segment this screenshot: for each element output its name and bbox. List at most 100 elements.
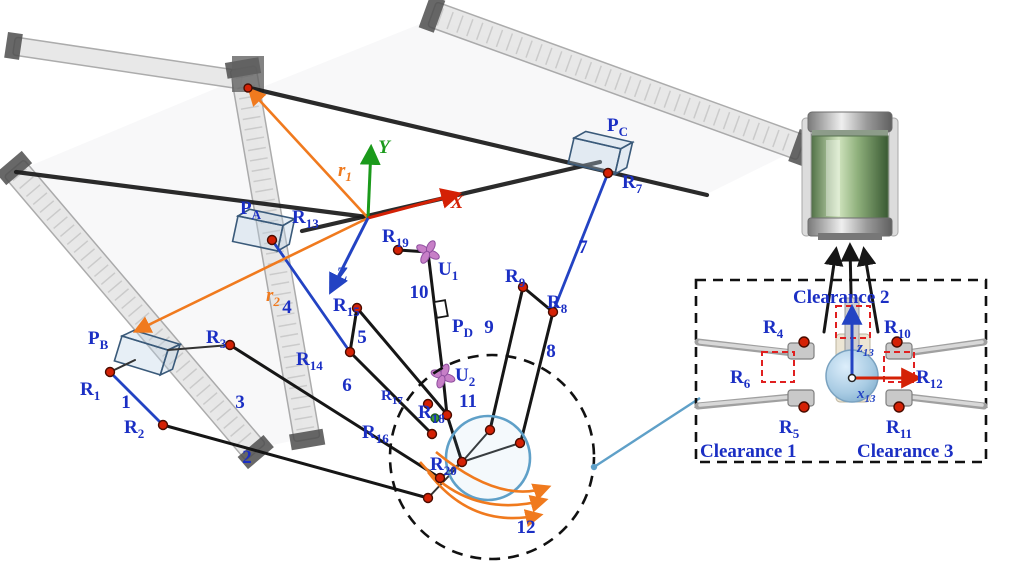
frame-beam-left bbox=[13, 169, 370, 220]
actuator-cylinder bbox=[801, 111, 899, 240]
frame-beam-top bbox=[247, 85, 710, 198]
label-link7: 7 bbox=[578, 237, 588, 258]
detail-callout-circle bbox=[388, 353, 596, 561]
joint-dot-r16 bbox=[426, 428, 438, 440]
joint-dot-r5 bbox=[798, 401, 810, 413]
labels-layer: r1 r2 Y X Z PA PB PC PD U1 U2 R1 R2 R3 R… bbox=[80, 115, 954, 538]
limb-a-links bbox=[270, 238, 447, 436]
label-clearance2: Clearance 2 bbox=[793, 287, 890, 308]
label-link11: 11 bbox=[459, 391, 477, 412]
label-r2: R2 bbox=[124, 417, 144, 441]
label-link10: 10 bbox=[410, 282, 429, 303]
detail-arrow-left bbox=[822, 246, 844, 334]
label-r5: R5 bbox=[779, 417, 800, 441]
label-r4: R4 bbox=[763, 317, 784, 341]
label-pb: PB bbox=[88, 328, 109, 352]
label-u2: U2 bbox=[455, 365, 475, 389]
detail-view bbox=[694, 242, 988, 464]
label-r10: R10 bbox=[884, 317, 911, 341]
label-link12: 12 bbox=[517, 517, 536, 538]
joint-dot-r17 bbox=[422, 398, 434, 410]
label-link6: 6 bbox=[342, 375, 352, 396]
label-link1: 1 bbox=[121, 392, 131, 413]
label-r16: R16 bbox=[362, 422, 389, 446]
label-r19: R19 bbox=[382, 226, 409, 250]
label-pd: PD bbox=[452, 316, 473, 340]
label-axis-x: X bbox=[450, 192, 465, 213]
label-pa: PA bbox=[240, 198, 262, 222]
vector-r1-arrow bbox=[247, 87, 369, 219]
axis-y-arrow bbox=[359, 143, 381, 219]
label-link2: 2 bbox=[242, 447, 252, 468]
universal-joint-u1-icon bbox=[416, 240, 440, 264]
label-r15: R15 bbox=[333, 295, 360, 319]
label-link3: 3 bbox=[235, 392, 245, 413]
label-axis-y: Y bbox=[378, 137, 392, 158]
detail-leader-dot bbox=[590, 463, 598, 471]
joint-dot-green bbox=[430, 413, 440, 423]
label-r11: R11 bbox=[886, 417, 912, 441]
end-effector-circle bbox=[444, 414, 532, 502]
joint-dot-r11 bbox=[893, 401, 905, 413]
vector-r2-arrow bbox=[132, 216, 369, 333]
label-link5: 5 bbox=[357, 327, 367, 348]
label-r6: R6 bbox=[730, 367, 751, 391]
label-r9: R9 bbox=[505, 266, 526, 290]
joint-dot-r2 bbox=[157, 419, 169, 431]
label-axis-z: Z bbox=[335, 264, 348, 285]
joint-dot-r14 bbox=[344, 346, 356, 358]
label-r3: R3 bbox=[206, 327, 227, 351]
label-r1: R1 bbox=[80, 379, 100, 403]
label-clearance3: Clearance 3 bbox=[857, 441, 954, 462]
joint-dot-platform-a bbox=[484, 424, 496, 436]
joint-dot-r1 bbox=[104, 366, 116, 378]
label-clearance1: Clearance 1 bbox=[700, 441, 797, 462]
joint-dot-r19 bbox=[392, 244, 404, 256]
label-r18: R18 bbox=[418, 402, 445, 426]
joint-dot-r4 bbox=[798, 336, 810, 348]
label-z13: z13 bbox=[856, 340, 874, 359]
linear-rail-top-left bbox=[4, 31, 244, 90]
label-u1: U1 bbox=[438, 259, 458, 283]
detail-origin-dot bbox=[847, 373, 857, 383]
joint-dot-r7 bbox=[602, 167, 614, 179]
joint-dot-r9 bbox=[517, 281, 529, 293]
joint-dot-r10 bbox=[891, 336, 903, 348]
joint-dot-platform-c bbox=[422, 492, 434, 504]
label-r17: R17 bbox=[381, 388, 403, 407]
slider-pb bbox=[113, 329, 183, 377]
label-r20: R20 bbox=[430, 454, 457, 478]
joint-dot-platform-b bbox=[514, 437, 526, 449]
limb-c-links bbox=[488, 171, 610, 447]
joint-dot-r20 bbox=[456, 456, 468, 468]
label-r2-vector: r2 bbox=[266, 285, 280, 309]
joint-dot-r18 bbox=[441, 409, 453, 421]
label-r7: R7 bbox=[622, 172, 643, 196]
frame-ghost-panel-right bbox=[255, 18, 800, 195]
label-r13: R13 bbox=[292, 207, 319, 231]
clearance1-box bbox=[761, 351, 795, 383]
trajectory-arrows bbox=[419, 450, 552, 528]
detail-arrow-right bbox=[857, 246, 880, 334]
frame-ghost-panel-left bbox=[20, 75, 305, 450]
prismatic-pd-icon bbox=[433, 299, 449, 319]
joint-dots bbox=[104, 83, 614, 504]
detail-leader-line bbox=[593, 396, 701, 469]
joint-dot-r13 bbox=[266, 234, 278, 246]
detail-panel-border bbox=[694, 278, 988, 464]
axis-x-arrow bbox=[367, 188, 463, 220]
label-r1-vector: r1 bbox=[338, 160, 352, 184]
label-link8: 8 bbox=[546, 341, 556, 362]
joint-dot-rail-top bbox=[243, 83, 253, 93]
label-link9: 9 bbox=[484, 317, 494, 338]
joint-dot-platform-d bbox=[434, 472, 446, 484]
slider-pc bbox=[567, 130, 635, 176]
clearance3-box bbox=[883, 351, 915, 383]
label-r12: R12 bbox=[916, 367, 943, 391]
label-x13: x13 bbox=[856, 386, 876, 405]
joint-dot-r3 bbox=[224, 339, 236, 351]
label-r14: R14 bbox=[296, 349, 323, 373]
label-r8: R8 bbox=[547, 292, 568, 316]
axis-z-arrow bbox=[329, 217, 370, 295]
